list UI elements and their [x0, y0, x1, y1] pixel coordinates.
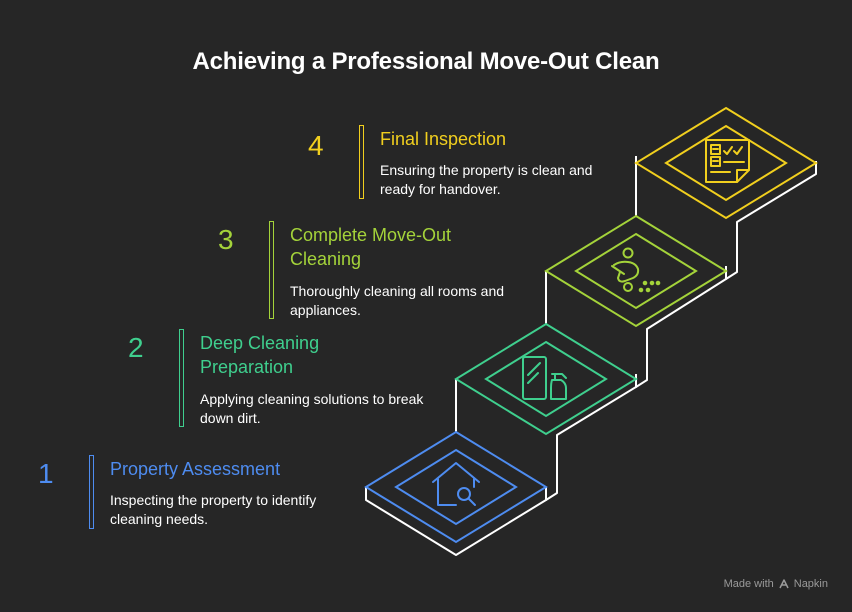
step-1-number: 1 — [38, 458, 54, 489]
step-2-description: Applying cleaning solutions to break dow… — [200, 391, 424, 426]
cleaning-person-icon — [611, 247, 661, 293]
footer-prefix: Made with — [723, 578, 774, 590]
step-1-bar — [89, 455, 94, 529]
napkin-logo-icon — [779, 579, 789, 589]
step-3-description: Thoroughly cleaning all rooms and applia… — [290, 283, 505, 318]
step-2-number: 2 — [128, 332, 144, 363]
step-4-number: 4 — [308, 130, 324, 161]
step-3-title: Complete Move-Out Cleaning — [290, 225, 452, 269]
staircase-edges — [365, 156, 817, 556]
step-4-bar — [359, 125, 364, 199]
step-3-platform — [544, 214, 728, 328]
house-search-icon — [432, 462, 480, 506]
footer-attribution: Made with Napkin — [724, 578, 828, 590]
step-3-number: 3 — [218, 224, 234, 255]
step-4-description: Ensuring the property is clean and ready… — [380, 162, 593, 197]
step-3-bar — [269, 221, 274, 319]
footer-brand: Napkin — [793, 578, 828, 590]
step-2-bar — [179, 329, 184, 427]
step-1-platform — [364, 430, 548, 544]
diagram-title: Achieving a Professional Move-Out Clean — [192, 48, 660, 75]
checklist-document-icon — [705, 139, 750, 183]
step-1-title: Property Assessment — [110, 459, 281, 479]
step-2-title: Deep Cleaning Preparation — [200, 333, 320, 377]
spray-bottle-icon — [522, 356, 567, 400]
step-1-description: Inspecting the property to identify clea… — [110, 492, 317, 527]
step-4-title: Final Inspection — [380, 129, 507, 149]
